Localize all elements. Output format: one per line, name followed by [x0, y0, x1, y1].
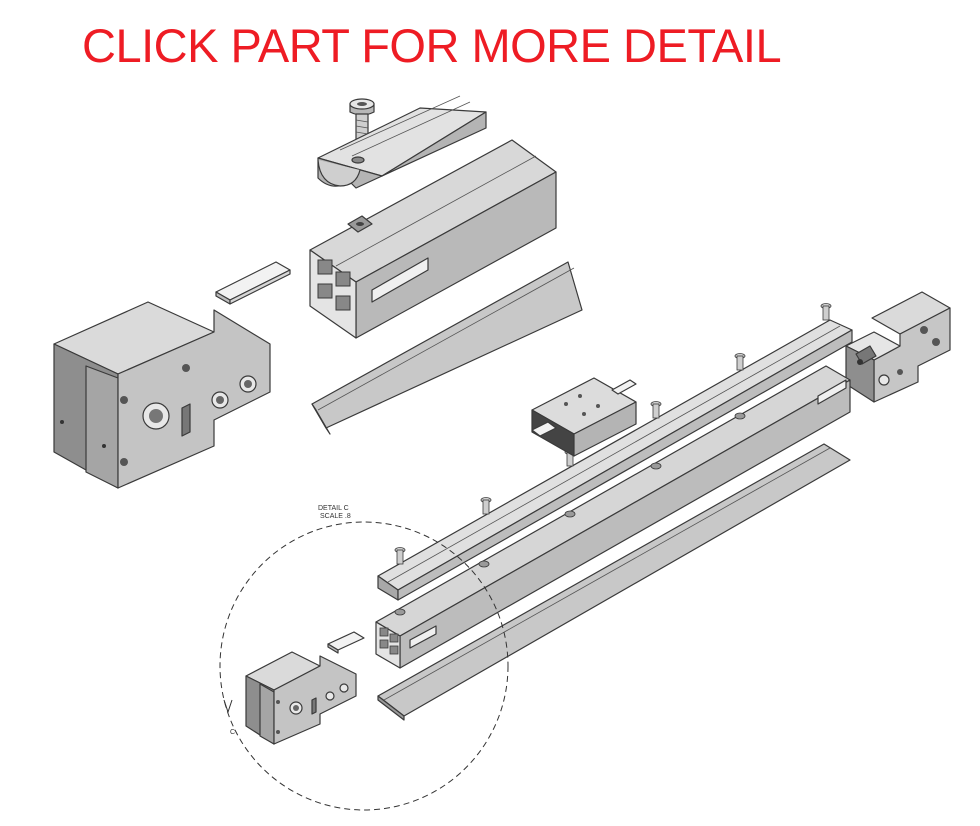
- rubber-pad[interactable]: [215, 261, 291, 305]
- carriage-block[interactable]: [531, 377, 637, 457]
- detail-marker: C: [230, 729, 235, 736]
- detail-pad[interactable]: [327, 631, 365, 654]
- page-title: CLICK PART FOR MORE DETAIL: [82, 19, 782, 72]
- detail-scale: SCALE .8: [320, 513, 351, 520]
- t-slot-nut-rail[interactable]: [317, 95, 487, 189]
- drive-end-block[interactable]: [845, 291, 951, 403]
- detail-end-block[interactable]: [245, 651, 357, 745]
- detail-title: DETAIL C: [318, 505, 349, 512]
- linear-rail[interactable]: [377, 303, 853, 601]
- detail-callout: DETAIL C SCALE .8 C: [219, 505, 509, 811]
- long-cover-strip[interactable]: [377, 443, 851, 721]
- long-profile-beam[interactable]: [375, 365, 851, 669]
- aluminum-profile-beam[interactable]: [309, 139, 557, 339]
- cover-strip[interactable]: [311, 261, 583, 435]
- end-block[interactable]: [53, 301, 271, 489]
